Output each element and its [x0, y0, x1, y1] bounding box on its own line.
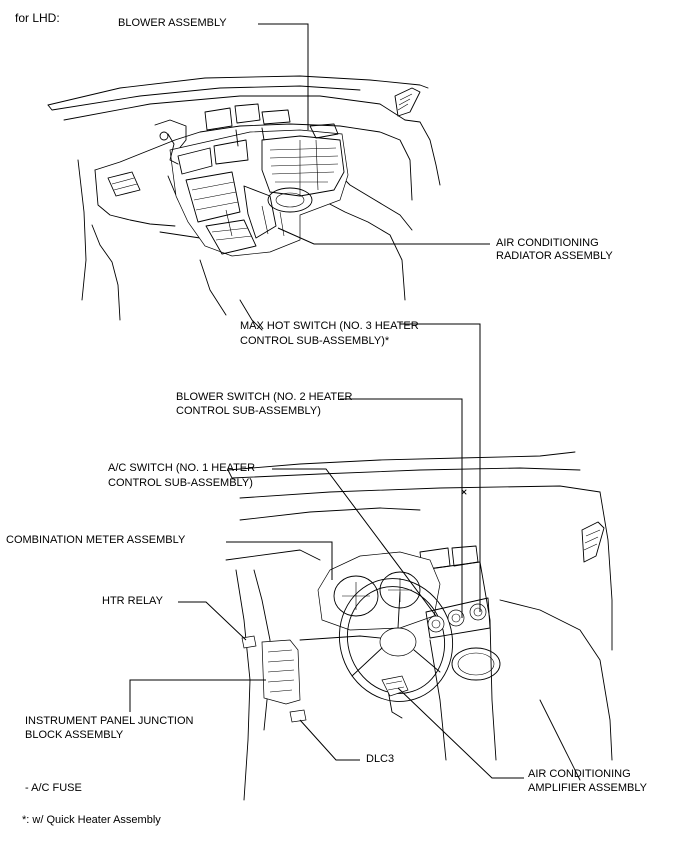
ac-radiator-label-line1: AIR CONDITIONING — [496, 237, 599, 249]
ac-switch-label-line1: A/C SWITCH (NO. 1 HEATER — [108, 462, 256, 474]
blower-switch-label-line2: CONTROL SUB-ASSEMBLY) — [176, 405, 321, 417]
max-hot-switch-label-line1: MAX HOT SWITCH (NO. 3 HEATER — [240, 320, 419, 332]
ac-amplifier-label-line1: AIR CONDITIONING — [528, 768, 631, 780]
ac-fuse-label: - A/C FUSE — [25, 782, 82, 794]
htr-relay-label: HTR RELAY — [102, 595, 163, 607]
leader-lines — [129, 23, 524, 779]
blower-switch-label-line1: BLOWER SWITCH (NO. 2 HEATER — [176, 391, 353, 403]
footnote: *: w/ Quick Heater Assembly — [22, 814, 161, 826]
junction-block-label-line2: BLOCK ASSEMBLY — [25, 729, 124, 741]
ac-radiator-label-line2: RADIATOR ASSEMBLY — [496, 250, 613, 262]
bottom-cockpit-illustration — [225, 451, 613, 801]
dlc3-label: DLC3 — [366, 753, 395, 765]
top-dashboard-illustration — [47, 75, 441, 331]
variant-heading: for LHD: — [15, 11, 60, 25]
ac-amplifier-label-line2: AMPLIFIER ASSEMBLY — [528, 782, 648, 794]
combination-meter-label: COMBINATION METER ASSEMBLY — [6, 534, 186, 546]
max-hot-switch-label-line2: CONTROL SUB-ASSEMBLY)* — [240, 335, 390, 347]
junction-block-label-line1: INSTRUMENT PANEL JUNCTION — [25, 715, 194, 727]
blower-assembly-label: BLOWER ASSEMBLY — [118, 17, 227, 29]
ac-switch-label-line2: CONTROL SUB-ASSEMBLY) — [108, 477, 253, 489]
